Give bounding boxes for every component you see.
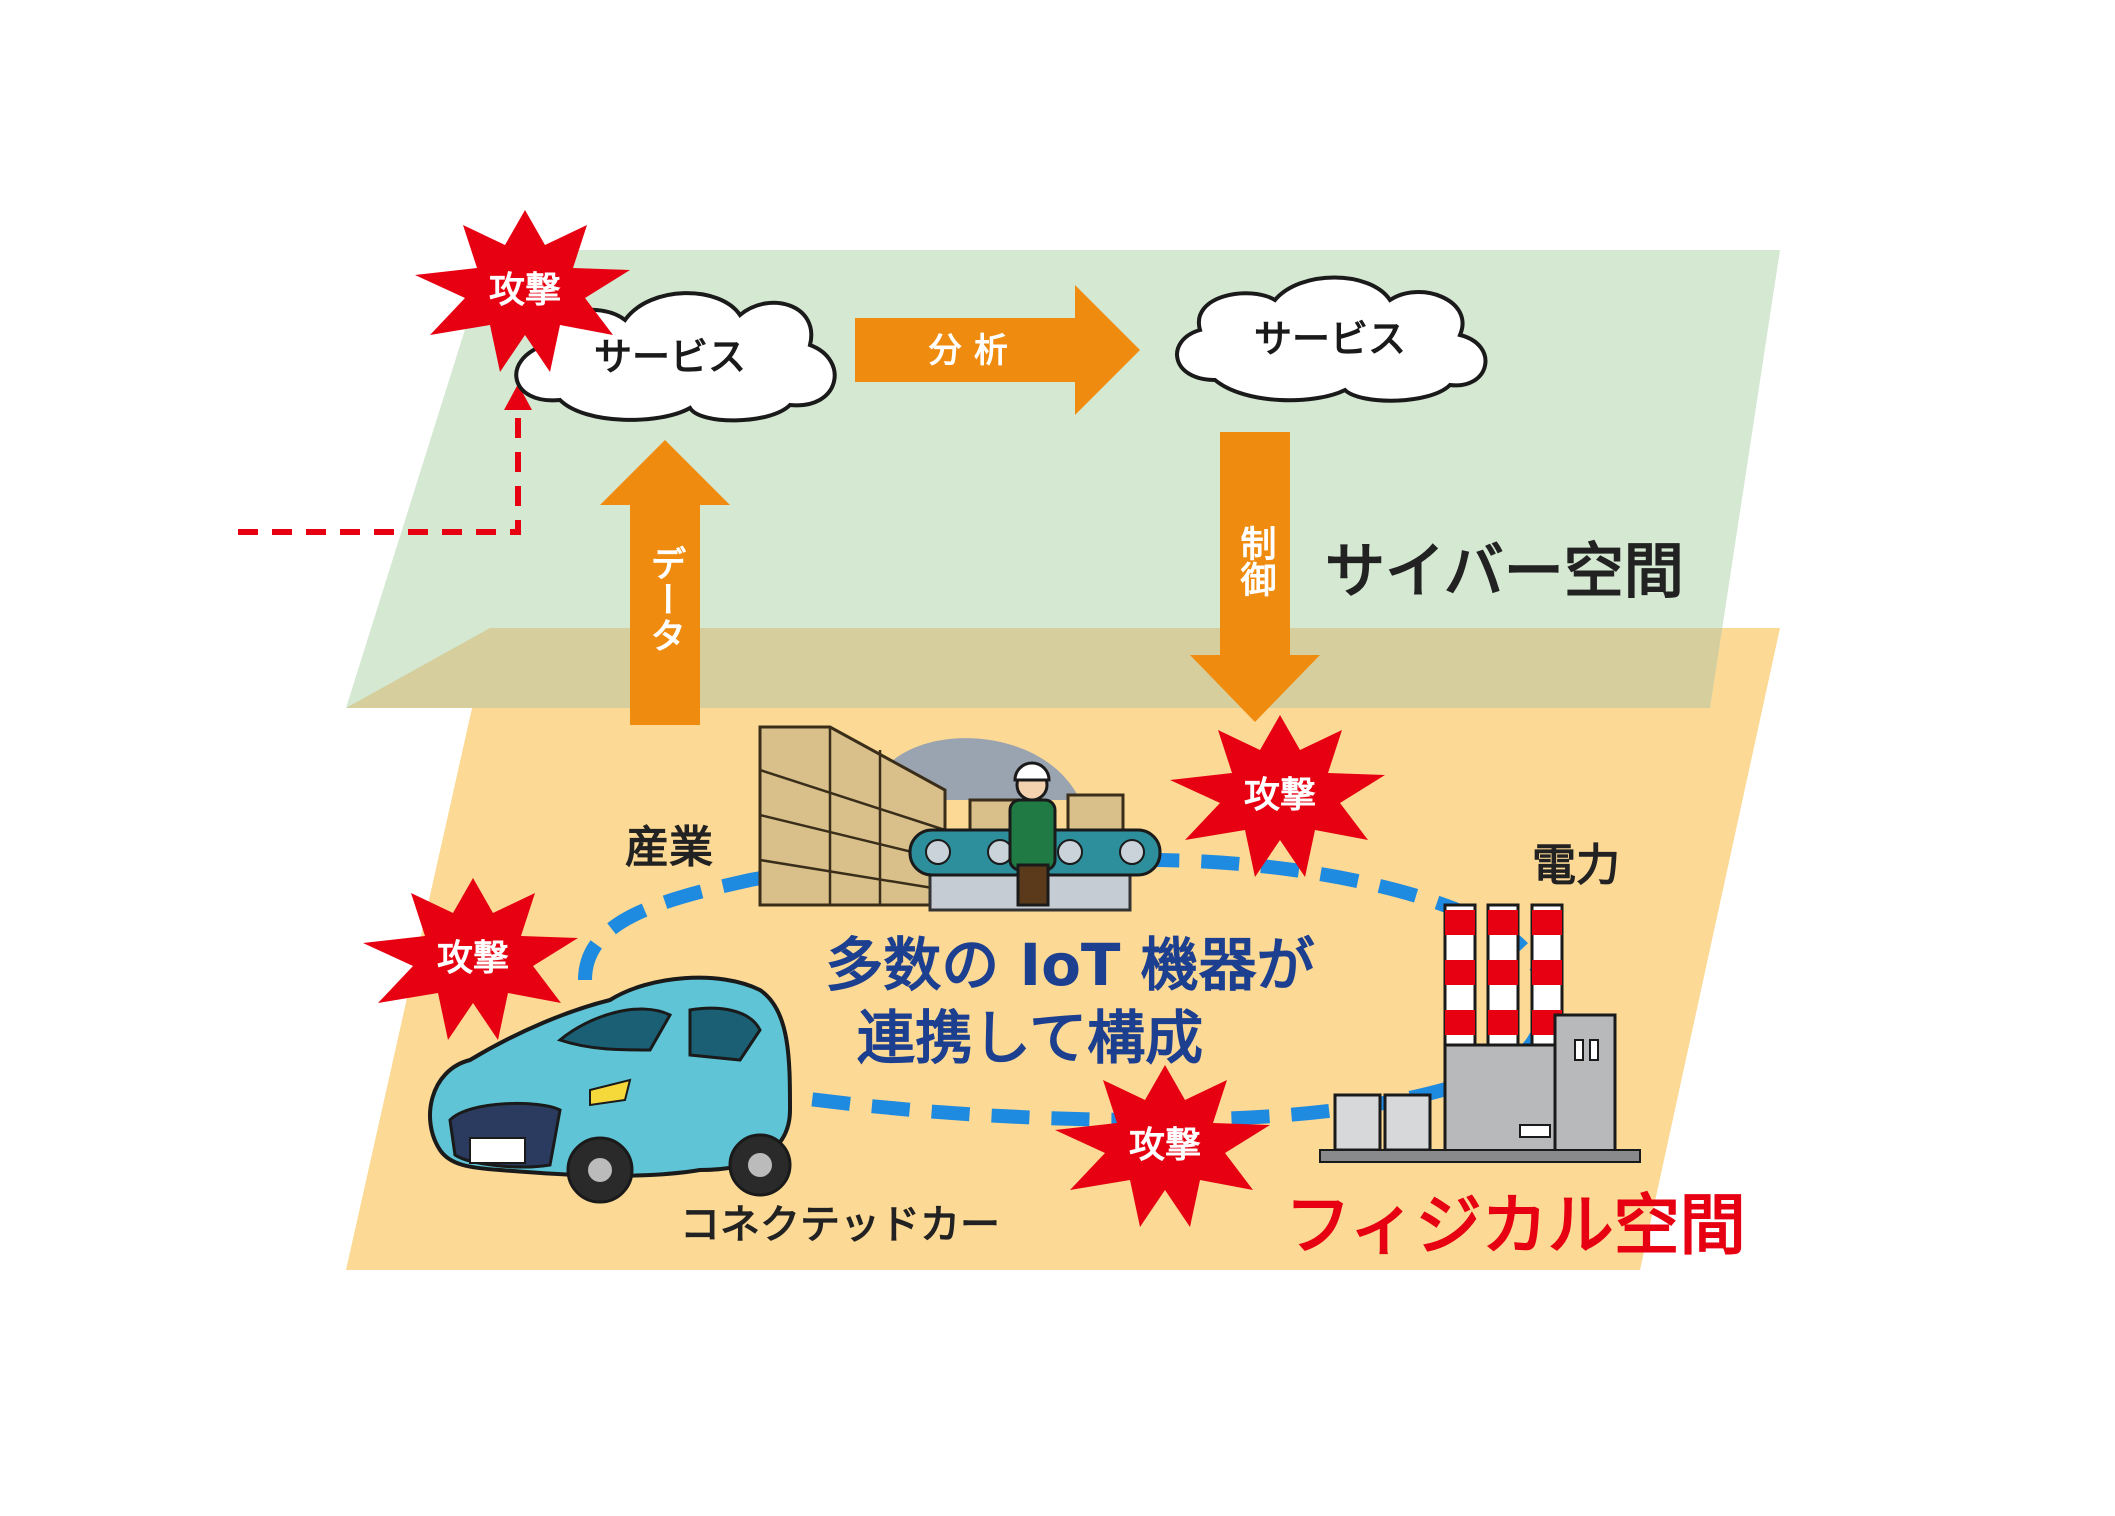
center-text-line2: 連携して構成 (857, 1004, 1203, 1072)
industry-label: 産業 (625, 822, 713, 873)
car-windshield (556, 1007, 673, 1052)
cyber-space-label: サイバー空間 (1325, 537, 1684, 607)
data-arrow (600, 440, 730, 725)
industry-illustration (758, 725, 1162, 912)
car-license-plate (469, 1137, 526, 1164)
control-arrow (1190, 432, 1320, 722)
power-plant-tower (1553, 1013, 1617, 1162)
conveyor-roller (1057, 839, 1083, 865)
power-plant-tank (1333, 1093, 1382, 1152)
conveyor-roller (987, 839, 1013, 865)
service-cloud-right: サービス (1175, 275, 1488, 403)
attack-label: 攻撃 (1244, 775, 1316, 816)
attack-label: 攻撃 (437, 938, 509, 979)
data-arrow-label: データ (645, 545, 686, 653)
attack-label: 攻撃 (489, 270, 561, 311)
conveyor-roller (925, 839, 951, 865)
attack-burst-car: 攻撃 (363, 878, 578, 1040)
worker-legs (1016, 863, 1050, 907)
service-label-left: サービス (594, 335, 746, 379)
physical-space-label: フィジカル空間 (1285, 1187, 1746, 1264)
car-headlight (589, 1078, 632, 1107)
conveyor-roller (1119, 839, 1145, 865)
plane-overlap (346, 628, 1780, 708)
attack-burst-top-left: 攻撃 (415, 210, 630, 372)
attack-label: 攻撃 (1129, 1125, 1201, 1166)
worker-body (1008, 798, 1057, 872)
external-attack-arrowhead (504, 384, 532, 410)
power-plant-base (1319, 1149, 1641, 1163)
attack-burst-industry: 攻撃 (1170, 715, 1385, 877)
connected-car-label: コネクテッドカー (680, 1202, 1000, 1248)
worker-helmet (1013, 761, 1051, 782)
power-plant-tank (1383, 1093, 1432, 1152)
control-arrow-label: 制御 (1235, 525, 1278, 597)
power-label: 電力 (1532, 840, 1620, 891)
power-plant-illustration (1319, 903, 1641, 1163)
service-label-right: サービス (1254, 317, 1406, 361)
center-text-line1: 多数の IoT 機器が (825, 931, 1314, 999)
analysis-arrow (855, 285, 1140, 415)
external-attack-path (238, 405, 521, 535)
connected-car-illustration (428, 975, 793, 1204)
attack-burst-power: 攻撃 (1055, 1065, 1270, 1227)
car-side-window (688, 1006, 762, 1062)
analysis-arrow-label: 分 析 (928, 331, 1008, 371)
